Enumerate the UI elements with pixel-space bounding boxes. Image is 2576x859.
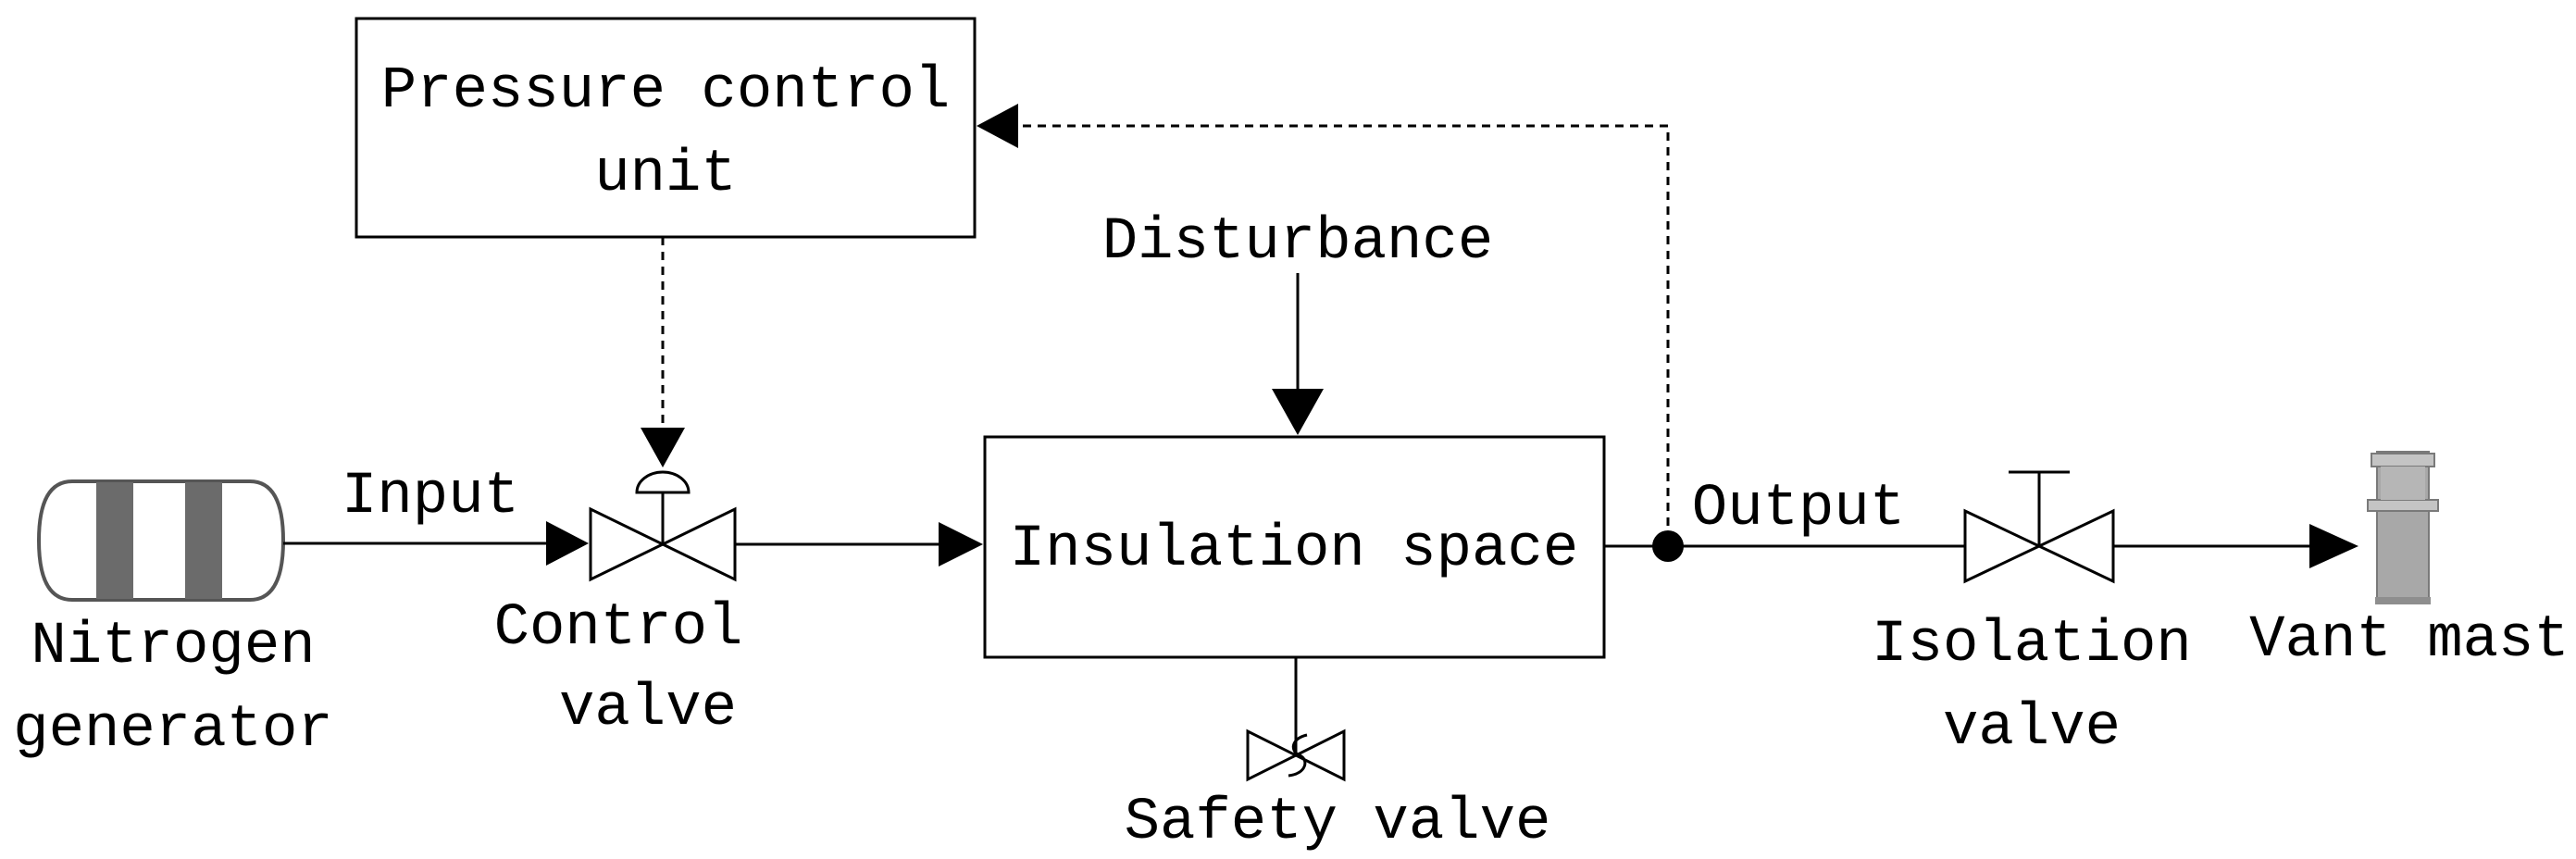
gate-valve-icon [1963,470,2115,584]
valve-to-space-line [735,522,983,566]
isolation-valve: Isolation valve [1872,470,2192,762]
output-line [1604,530,1965,562]
control-valve-label-line1: Control [494,595,743,662]
vant-mast-label: Vant mast [2249,607,2570,674]
output-label: Output [1692,476,1905,542]
safety-valve-icon [1246,728,1346,782]
pressure-control-unit-label-line2: unit [594,142,737,208]
feedback-arrowhead [977,104,1018,148]
control-valve-label-line2: valve [559,676,737,742]
isolation-valve-label-line2: valve [1943,695,2121,762]
nitrogen-generator: Nitrogen generator [13,479,333,764]
control-valve-icon [589,470,737,582]
nitrogen-generator-label-line1: Nitrogen [31,614,315,680]
vent-mast-icon [2367,451,2439,604]
safety-valve: Safety valve [1125,657,1551,856]
pressure-control-unit-label-line1: Pressure control [381,58,951,125]
isolation-valve-label-line1: Isolation [1872,612,2192,678]
pressure-control-unit: Pressure control unit [355,17,977,239]
vent-mast: Vant mast [2249,451,2570,674]
safety-valve-label: Safety valve [1125,790,1551,856]
input-label: Input [342,464,519,530]
control-valve: Control valve [494,470,743,742]
control-signal-line [641,237,685,467]
disturbance-label: Disturbance [1102,209,1493,276]
disturbance-arrowhead [1272,389,1324,435]
insulation-space-label: Insulation space [1010,517,1579,583]
input-line [283,521,589,566]
input-arrowhead [546,521,589,566]
nitrogen-generator-label-line2: generator [13,697,333,764]
insulation-space: Insulation space [983,435,1606,659]
gas-tank-icon [36,479,286,602]
pressure-control-unit-box [355,17,977,239]
output-junction-dot [1652,530,1684,562]
control-signal-arrowhead [641,428,685,467]
valve-to-space-arrowhead [939,522,983,566]
disturbance-arrow [1272,273,1324,435]
valve-to-mast-line [2113,524,2358,568]
insulation-space-box [983,435,1606,659]
valve-to-mast-arrowhead [2309,524,2358,568]
feedback-signal-line [977,104,1670,526]
